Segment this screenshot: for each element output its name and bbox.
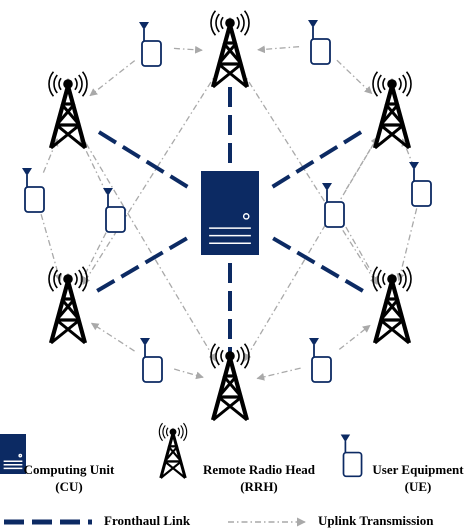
uplink-line: [243, 131, 382, 362]
fronthaul-links: [92, 82, 368, 355]
legend-rrh-label: Remote Radio Head: [203, 462, 316, 477]
network-nodes: [22, 10, 432, 422]
ue-top-right-user-equipment-icon: [308, 20, 331, 65]
uplink-line: [90, 322, 135, 352]
legend-uplink-label: Uplink Transmission: [318, 513, 434, 528]
uplink-line: [256, 367, 301, 381]
ue-bottom-right-user-equipment-icon: [309, 338, 332, 383]
uplink-line: [336, 59, 373, 95]
legend: Computing Unit (CU) Remote Radio Head (R…: [0, 422, 464, 528]
legend-ue-shape: [340, 434, 363, 478]
rrh-upper-right-radio-tower-icon: [372, 71, 412, 150]
uplink-line: [89, 60, 136, 97]
uplink-line: [80, 232, 107, 284]
uplink-line: [241, 70, 378, 285]
legend-rrh-abbrev: (RRH): [240, 479, 278, 494]
ue-top-left-user-equipment-icon: [139, 22, 162, 67]
rrh-lower-right-radio-tower-icon: [372, 266, 412, 345]
fronthaul-line: [92, 127, 189, 189]
legend-cu-label: Computing Unit: [24, 462, 115, 477]
uplink-line: [173, 45, 203, 54]
fronthaul-line: [92, 236, 188, 295]
legend-ue-abbrev: (UE): [405, 479, 432, 494]
rrh-upper-left-radio-tower-icon: [48, 71, 88, 150]
legend-radio-tower-icon: [158, 422, 188, 479]
legend-tower-shape: [158, 422, 188, 479]
ue-left-inner-user-equipment-icon: [103, 188, 126, 233]
uplink-line: [257, 45, 300, 54]
fronthaul-line: [272, 236, 368, 295]
rrh-lower-left-radio-tower-icon: [48, 266, 88, 345]
ue-bottom-left-user-equipment-icon: [140, 338, 163, 383]
uplink-line: [82, 70, 219, 285]
legend-user-equipment-icon: [340, 434, 363, 478]
uplink-transmission-lines: [40, 45, 418, 381]
ue-left-outer-user-equipment-icon: [22, 168, 45, 213]
legend-server-icon: [0, 434, 26, 474]
legend-ue-label: User Equipment: [372, 462, 464, 477]
fronthaul-line: [271, 127, 368, 189]
rrh-top-radio-tower-icon: [210, 10, 250, 89]
ue-right-outer-user-equipment-icon: [409, 162, 432, 207]
uplink-line: [338, 324, 371, 350]
legend-fronthaul-label: Fronthaul Link: [104, 513, 191, 528]
ue-right-inner-user-equipment-icon: [322, 183, 345, 228]
legend-server-shape: [0, 434, 26, 474]
uplink-line: [396, 208, 418, 282]
uplink-line: [173, 368, 204, 380]
uplink-line: [78, 131, 217, 362]
rrh-bottom-radio-tower-icon: [210, 343, 250, 422]
computing-unit-server-icon: [201, 171, 259, 255]
legend-cu-abbrev: (CU): [55, 479, 82, 494]
